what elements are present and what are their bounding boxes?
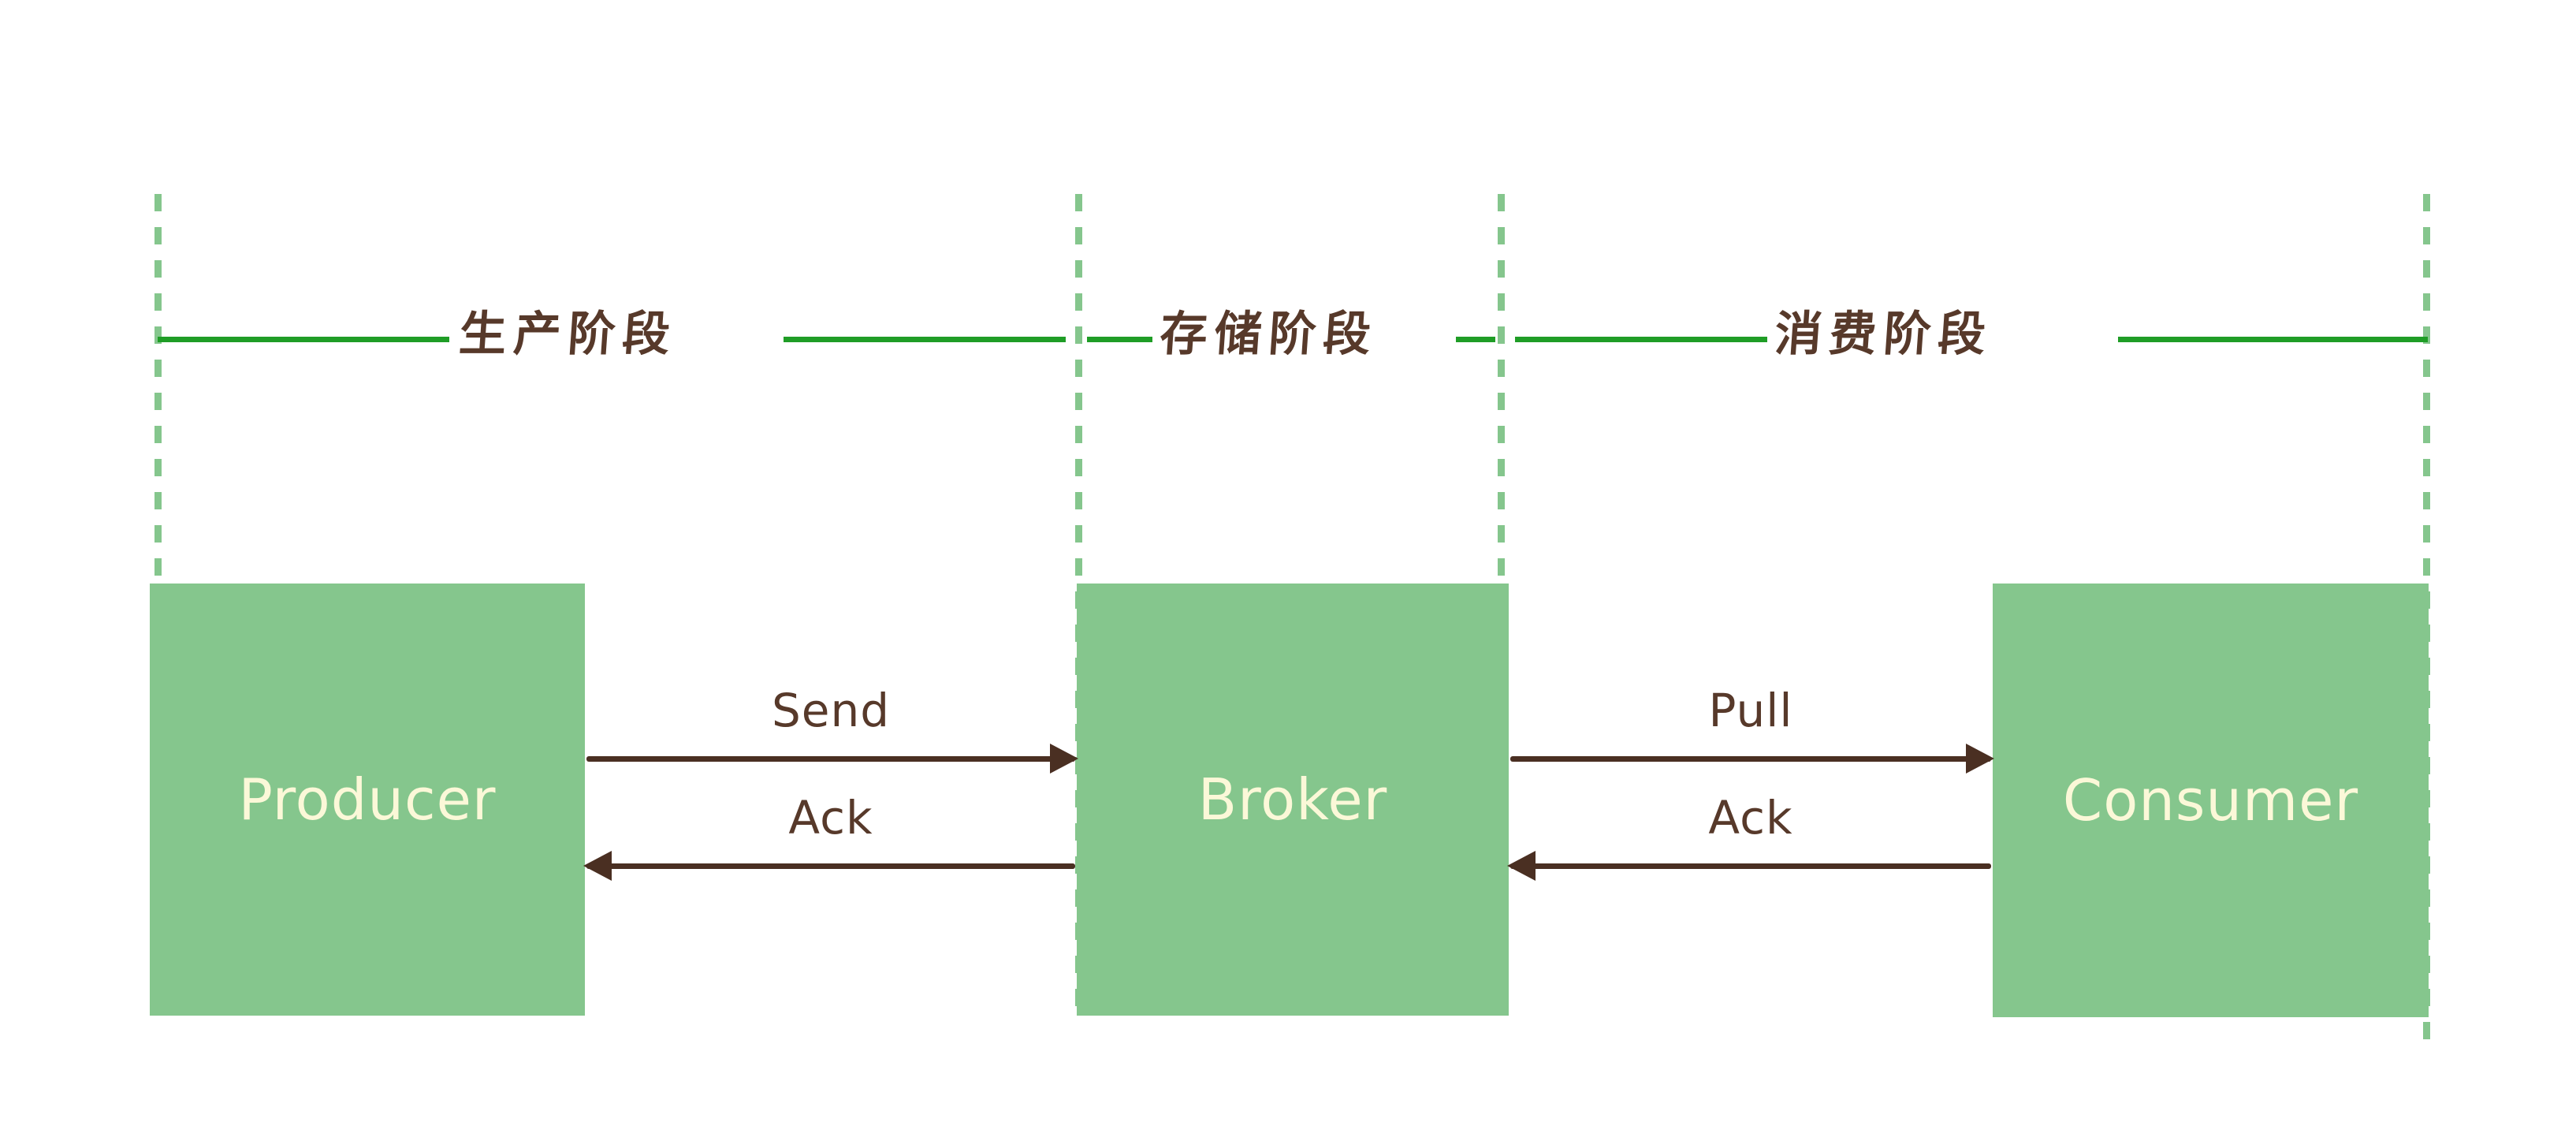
phase-rule-segment	[784, 337, 1066, 342]
phase-label-consumption: 消费阶段	[1773, 307, 1995, 362]
node-producer-label: Producer	[238, 766, 497, 833]
phase-rule-segment	[158, 337, 449, 342]
phase-rule-segment	[1087, 337, 1152, 342]
arrow-head-left-icon	[583, 851, 612, 881]
phase-band: 生产阶段 存储阶段 消费阶段	[0, 307, 2576, 363]
phase-rule-segment	[1456, 337, 1495, 342]
arrow-shaft	[586, 756, 1075, 762]
node-broker-label: Broker	[1197, 766, 1388, 833]
arrow-head-right-icon	[1050, 744, 1078, 774]
phase-label-storage: 存储阶段	[1158, 307, 1380, 362]
arrow-shaft	[1510, 863, 1991, 869]
phase-label-production: 生产阶段	[457, 307, 679, 362]
message-label-ack-2: Ack	[1708, 791, 1793, 845]
message-label-pull: Pull	[1708, 684, 1793, 737]
arrow-head-left-icon	[1507, 851, 1536, 881]
arrow-shaft	[1510, 756, 1991, 762]
message-label-ack-1: Ack	[788, 791, 873, 845]
arrow-shaft	[586, 863, 1075, 869]
message-label-send: Send	[771, 684, 891, 737]
node-consumer-label: Consumer	[2062, 767, 2359, 833]
node-consumer[interactable]: Consumer	[1993, 584, 2429, 1017]
phase-rule-segment	[2118, 337, 2428, 342]
node-producer[interactable]: Producer	[150, 584, 585, 1016]
node-broker[interactable]: Broker	[1077, 584, 1509, 1016]
arrow-head-right-icon	[1966, 744, 1994, 774]
phase-rule-segment	[1515, 337, 1767, 342]
